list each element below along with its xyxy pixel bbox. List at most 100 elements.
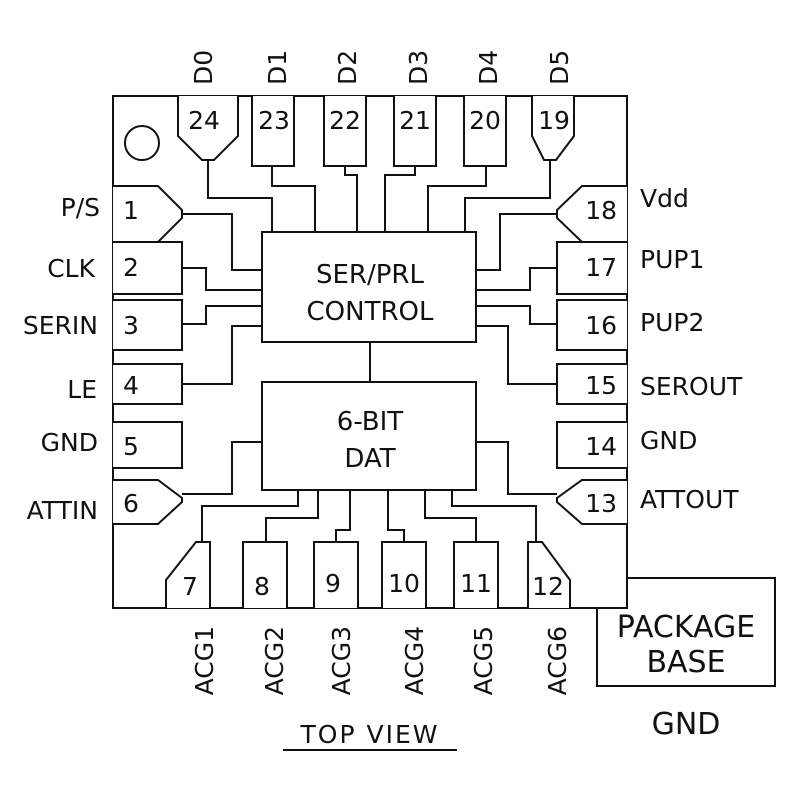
pin6-number: 6 bbox=[123, 489, 139, 518]
pin12-number: 12 bbox=[532, 572, 564, 601]
pad-pin17 bbox=[556, 241, 627, 295]
pin17-number: 17 bbox=[585, 253, 617, 282]
pad-pin3 bbox=[113, 299, 183, 351]
control-block-box bbox=[261, 231, 477, 343]
pad-pin5 bbox=[113, 421, 183, 469]
trace-pin7 bbox=[201, 490, 299, 542]
trace-pin19 bbox=[464, 160, 551, 232]
trace-pin8 bbox=[265, 490, 319, 542]
top-view-caption: TOP VIEW bbox=[300, 720, 440, 749]
pad-pin15 bbox=[556, 363, 627, 405]
dat-block-line2: DAT bbox=[344, 444, 395, 474]
pad-pin19 bbox=[531, 96, 575, 161]
pin7-number: 7 bbox=[182, 572, 198, 601]
pin23-number: 23 bbox=[258, 106, 290, 135]
package-base: PACKAGE BASE GND bbox=[596, 577, 776, 742]
pin1-number: 1 bbox=[123, 196, 139, 225]
trace-pin2 bbox=[182, 267, 262, 291]
pin8-number: 8 bbox=[254, 572, 270, 601]
trace-pin23 bbox=[271, 166, 316, 232]
pad-pin23 bbox=[251, 96, 295, 167]
pin2-name: CLK bbox=[47, 254, 95, 283]
pin3-number: 3 bbox=[123, 311, 139, 340]
dat-block-box bbox=[261, 381, 477, 491]
trace-pin18 bbox=[476, 213, 557, 271]
pad-pin11 bbox=[453, 541, 499, 608]
pad-pin14 bbox=[556, 421, 627, 469]
pad-pin4 bbox=[113, 363, 183, 405]
trace-pin11 bbox=[424, 490, 477, 542]
internal-traces bbox=[182, 160, 557, 542]
trace-pin1 bbox=[182, 213, 262, 271]
pin8-name: ACG2 bbox=[260, 626, 289, 695]
pad-pin16 bbox=[556, 299, 627, 351]
pin4-number: 4 bbox=[123, 371, 139, 400]
pad-pin12 bbox=[527, 541, 571, 608]
pin21-number: 21 bbox=[399, 106, 431, 135]
pin16-number: 16 bbox=[585, 311, 617, 340]
ser-prl-control-block: SER/PRL CONTROL bbox=[261, 231, 477, 343]
pin1-orientation-dot bbox=[124, 125, 160, 161]
trace-pin24 bbox=[207, 160, 273, 232]
pad-pin6 bbox=[113, 479, 183, 525]
pin1-name: P/S bbox=[61, 193, 100, 222]
pin20-name: D4 bbox=[474, 50, 503, 85]
pad-pin21 bbox=[393, 96, 437, 167]
right-pins: 18 17 16 15 14 13 Vdd PUP1 PUP2 SEROUT G… bbox=[556, 184, 743, 525]
dat-block: 6-BIT DAT bbox=[261, 381, 477, 491]
pin14-name: GND bbox=[640, 426, 697, 455]
trace-pin17 bbox=[476, 267, 557, 291]
pad-pin2 bbox=[113, 241, 183, 295]
trace-pin3 bbox=[182, 305, 262, 325]
pin5-name: GND bbox=[41, 428, 98, 457]
pin14-number: 14 bbox=[585, 432, 617, 461]
pin13-number: 13 bbox=[585, 489, 617, 518]
pin4-name: LE bbox=[67, 375, 97, 404]
trace-pin4 bbox=[182, 325, 262, 385]
package-base-gnd-label: GND bbox=[652, 707, 721, 742]
control-block-line1: SER/PRL bbox=[316, 260, 425, 290]
pad-pin13 bbox=[556, 479, 627, 525]
package-base-line2: BASE bbox=[646, 645, 725, 680]
pin18-name: Vdd bbox=[640, 184, 689, 213]
top-pins: 24 23 22 21 20 19 D0 D1 D2 D3 D4 D5 bbox=[177, 50, 575, 167]
pin23-name: D1 bbox=[263, 50, 292, 85]
pin5-number: 5 bbox=[123, 432, 139, 461]
pin9-number: 9 bbox=[325, 569, 341, 598]
pin16-name: PUP2 bbox=[640, 308, 704, 337]
trace-pin20 bbox=[427, 166, 487, 232]
trace-pin13 bbox=[476, 441, 557, 495]
left-pins: 1 2 3 4 5 6 P/S CLK SERIN LE GND ATTIN bbox=[23, 185, 183, 525]
pin19-name: D5 bbox=[545, 50, 574, 85]
pin7-name: ACG1 bbox=[190, 626, 219, 695]
pin10-name: ACG4 bbox=[400, 626, 429, 695]
trace-pin10 bbox=[387, 490, 405, 542]
control-block-line2: CONTROL bbox=[307, 297, 434, 327]
package-base-line1: PACKAGE bbox=[617, 610, 755, 645]
pad-pin7 bbox=[165, 541, 211, 608]
pin9-name: ACG3 bbox=[327, 626, 356, 695]
pin22-name: D2 bbox=[333, 50, 362, 85]
pad-pin20 bbox=[463, 96, 507, 167]
pin22-number: 22 bbox=[329, 106, 361, 135]
pin24-number: 24 bbox=[188, 106, 220, 135]
trace-pin22 bbox=[344, 166, 358, 232]
trace-pin21 bbox=[384, 166, 416, 232]
pin17-name: PUP1 bbox=[640, 245, 704, 274]
pad-pin22 bbox=[323, 96, 367, 167]
pin21-name: D3 bbox=[404, 50, 433, 85]
pin20-number: 20 bbox=[469, 106, 501, 135]
bottom-pins: 7 8 9 10 11 12 ACG1 ACG2 ACG3 ACG4 ACG5 … bbox=[165, 541, 572, 695]
pin13-name: ATTOUT bbox=[640, 485, 739, 514]
trace-pin6 bbox=[182, 441, 262, 495]
trace-pin16 bbox=[476, 305, 557, 325]
pad-pin9 bbox=[313, 541, 359, 608]
trace-pin9 bbox=[335, 490, 351, 542]
pin10-number: 10 bbox=[388, 569, 420, 598]
trace-pin15 bbox=[476, 325, 557, 385]
pad-pin8 bbox=[242, 541, 288, 608]
trace-pin12 bbox=[451, 490, 537, 542]
pin11-number: 11 bbox=[460, 569, 492, 598]
pin19-number: 19 bbox=[538, 106, 570, 135]
